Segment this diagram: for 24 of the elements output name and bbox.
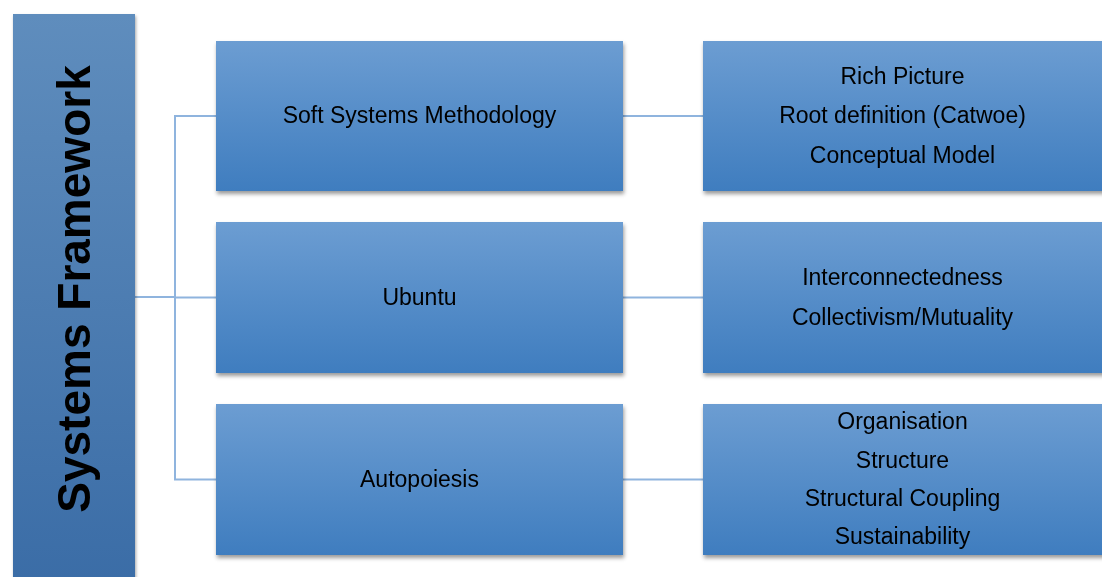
method-label: Autopoiesis	[360, 466, 479, 493]
detail-box	[703, 41, 1102, 191]
title-bar	[13, 14, 135, 577]
detail-text: Collectivism/Mutuality	[791, 304, 1014, 330]
detail-text: Interconnectedness	[802, 265, 1003, 291]
detail-text: Rich Picture	[840, 64, 965, 90]
vertical-title: Systems Framework	[47, 65, 101, 513]
method-box	[216, 41, 623, 191]
method-label: Soft Systems Methodology	[282, 103, 557, 129]
connector-line	[622, 296, 704, 299]
detail-box	[703, 222, 1102, 373]
method-box	[216, 222, 623, 373]
method-label: Ubuntu	[382, 284, 457, 311]
method-box	[216, 404, 623, 555]
connector-line	[134, 296, 217, 481]
detail-text: Conceptual Model	[809, 142, 996, 168]
connector-line	[622, 115, 704, 117]
detail-text: Root definition (Catwoe)	[779, 103, 1026, 129]
detail-text: Structure	[855, 447, 950, 473]
detail-text: Sustainability	[834, 524, 971, 550]
detail-text: Organisation	[837, 409, 968, 435]
detail-box	[703, 404, 1102, 555]
connector-line	[622, 478, 704, 481]
detail-text: Structural Coupling	[804, 486, 1001, 512]
